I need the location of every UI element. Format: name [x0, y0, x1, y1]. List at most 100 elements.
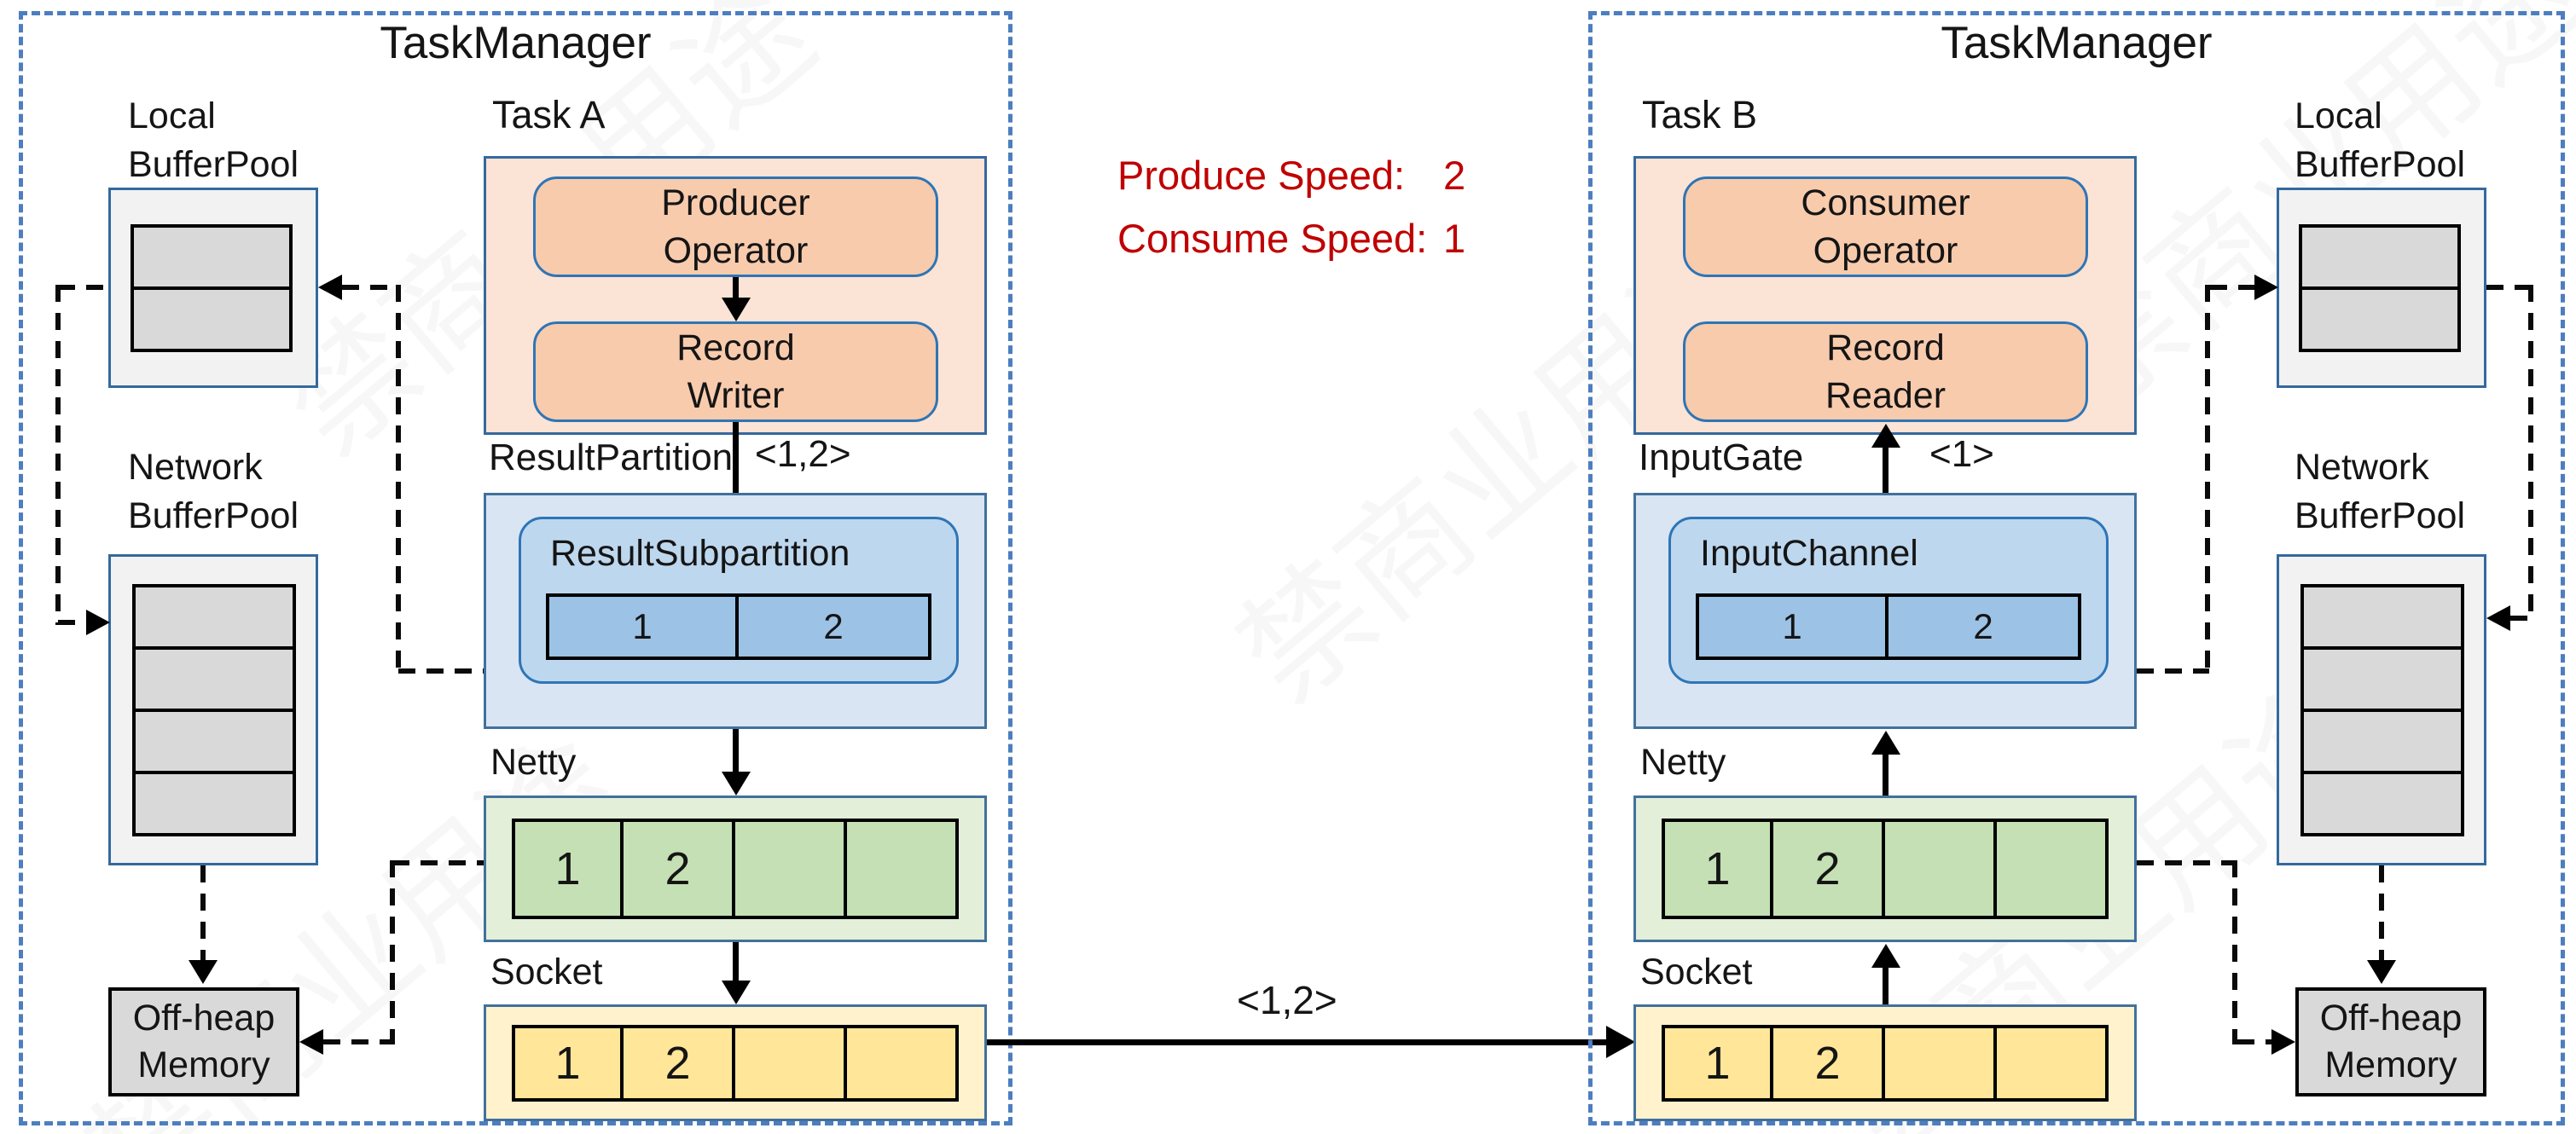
dashed-link-netty-to-offheap: [2137, 860, 2235, 865]
resultpartition-label: ResultPartition: [489, 437, 734, 478]
producer-operator-box: Producer Operator: [533, 176, 938, 277]
dashed-arrowhead-left: [299, 1029, 323, 1055]
buffer-cell: [2300, 584, 2464, 650]
arrowhead-down: [722, 772, 751, 796]
left-local-bufferpool-label: Local BufferPool: [128, 92, 299, 189]
arrow-socket-to-socket: [987, 1039, 1608, 1045]
dashed-link-inputgate-to-localpool: [2205, 285, 2210, 674]
buffer-cell: 2: [735, 593, 931, 660]
buffer-cell: [131, 224, 293, 290]
consumer-operator-box: Consumer Operator: [1683, 176, 2088, 277]
produce-speed-label: Produce Speed:: [1117, 153, 1406, 198]
resultsubpartition-cells: 1 2: [546, 593, 931, 660]
arrowhead-up: [1871, 731, 1900, 755]
buffer-cell: [1993, 1025, 2109, 1102]
buffer-cell: 1: [1696, 593, 1888, 660]
dashed-link-localpool-to-networkpool: [2486, 285, 2531, 290]
arrow-socket-to-netty: [1883, 964, 1888, 1004]
buffer-cell: 1: [512, 1025, 624, 1102]
record-reader-line2: Reader: [1825, 375, 1947, 416]
dashed-arrowhead-right: [2254, 275, 2278, 300]
buffer-cell: [132, 771, 296, 836]
buffer-cell: [2299, 224, 2461, 290]
right-local-bufferpool-label-line2: BufferPool: [2295, 144, 2466, 185]
arrowhead-up: [1871, 424, 1900, 448]
dashed-link-networkpool-to-offheap: [200, 865, 206, 962]
buffer-cell: [132, 584, 296, 650]
record-reader-box: Record Reader: [1683, 321, 2088, 422]
right-taskmanager-title: TaskManager: [1941, 18, 2213, 68]
right-taskmanager-boundary: [1588, 11, 2565, 1125]
buffer-cell: [732, 819, 847, 919]
buffer-cell: 2: [1770, 1025, 1885, 1102]
left-task-label: Task A: [492, 93, 606, 136]
buffer-cell: [2299, 286, 2461, 352]
left-offheap-line1: Off-heap: [132, 998, 276, 1039]
buffer-cell: 2: [620, 819, 735, 919]
buffer-cell: 2: [1770, 819, 1885, 919]
arrowhead-down: [722, 981, 751, 1004]
record-writer-line2: Writer: [687, 375, 785, 416]
dashed-link-netty-to-offheap: [323, 1039, 390, 1044]
buffer-cell: [1882, 1025, 1997, 1102]
buffer-cell: [844, 1025, 959, 1102]
dashed-link-localpool-to-networkpool: [2528, 285, 2533, 621]
dashed-arrowhead-left: [2486, 605, 2510, 631]
buffer-cell: [732, 1025, 847, 1102]
dashed-arrowhead-down: [189, 960, 218, 984]
right-network-bufferpool-cells: [2300, 584, 2464, 836]
left-socket-label: Socket: [490, 952, 603, 992]
right-netty-cells: 1 2: [1662, 819, 2109, 919]
consume-speed-label: Consume Speed:: [1117, 216, 1428, 261]
left-taskmanager-title: TaskManager: [380, 18, 652, 68]
buffer-cell: 1: [512, 819, 624, 919]
arrow-netty-to-socket: [733, 942, 739, 984]
right-network-bufferpool-label-line1: Network: [2295, 447, 2429, 488]
dashed-link-partition-to-localpool: [398, 668, 484, 674]
right-socket-label: Socket: [1640, 952, 1753, 992]
right-offheap-line1: Off-heap: [2319, 998, 2463, 1039]
inputchannel-cells: 1 2: [1696, 593, 2081, 660]
dashed-link-netty-to-offheap: [2237, 1039, 2271, 1044]
dashed-link-inputgate-to-localpool: [2137, 668, 2209, 674]
resultpartition-annotation: <1,2>: [755, 433, 851, 475]
buffer-cell: [2300, 771, 2464, 836]
arrow-producer-to-writer: [733, 277, 739, 301]
left-local-bufferpool-label-line1: Local: [128, 95, 216, 136]
dashed-arrowhead-right: [2271, 1029, 2295, 1055]
buffer-cell: [1993, 819, 2109, 919]
dashed-link-localpool-to-networkpool: [58, 620, 86, 625]
left-netty-label: Netty: [490, 742, 577, 783]
right-socket-cells: 1 2: [1662, 1025, 2109, 1102]
buffer-cell: 2: [1885, 593, 2081, 660]
right-offheap-line2: Memory: [2324, 1044, 2457, 1085]
left-network-bufferpool-label-line1: Network: [128, 447, 263, 488]
consume-speed-value: 1: [1443, 216, 1466, 261]
left-network-bufferpool-cells: [132, 584, 296, 836]
right-network-bufferpool-label: Network BufferPool: [2295, 443, 2465, 541]
left-taskmanager-boundary: [19, 11, 1012, 1125]
produce-speed-value: 2: [1443, 153, 1466, 198]
record-writer-box: Record Writer: [533, 321, 938, 422]
dashed-link-partition-to-localpool: [396, 285, 401, 674]
arrowhead-right: [1606, 1026, 1635, 1058]
arrow-netty-to-inputgate: [1883, 751, 1888, 796]
buffer-cell: 1: [1662, 819, 1773, 919]
right-netty-label: Netty: [1640, 742, 1726, 783]
left-socket-cells: 1 2: [512, 1025, 959, 1102]
producer-operator-line1: Producer: [661, 182, 810, 223]
socket-transfer-annotation: <1,2>: [1237, 978, 1337, 1022]
dashed-link-netty-to-offheap: [2232, 860, 2237, 1044]
producer-operator-line2: Operator: [663, 230, 809, 271]
buffer-cell: [2300, 709, 2464, 774]
arrow-partition-to-netty: [733, 729, 739, 775]
right-network-bufferpool-label-line2: BufferPool: [2295, 495, 2466, 536]
dashed-arrowhead-left: [318, 275, 342, 300]
left-netty-cells: 1 2: [512, 819, 959, 919]
dashed-link-networkpool-to-offheap: [2379, 865, 2384, 962]
right-local-bufferpool-cells: [2299, 224, 2461, 352]
right-task-label: Task B: [1642, 93, 1758, 136]
buffer-cell: [131, 286, 293, 352]
resultsubpartition-label: ResultSubpartition: [550, 533, 850, 574]
